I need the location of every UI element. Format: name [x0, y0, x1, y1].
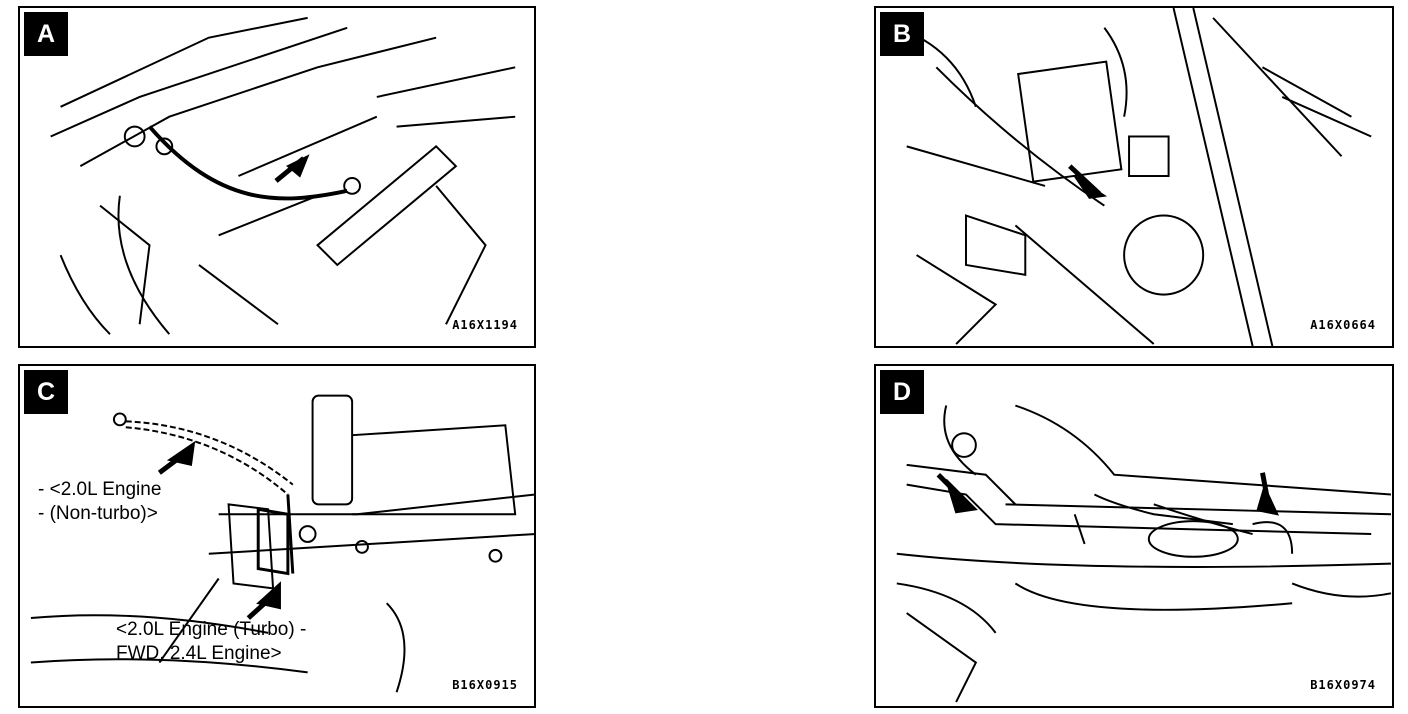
panel-label-c: C — [24, 370, 68, 414]
exhaust-illustration-c — [30, 394, 534, 693]
callout-2-4l-engine-line2: FWD, 2.4L Engine> — [116, 643, 282, 664]
panel-label-b: B — [880, 12, 924, 56]
diagram-panel-c: C - <2.0L Engine - (Non-turbo)> <2.0L En… — [18, 364, 536, 708]
diagram-panel-d: D B16X0974 — [874, 364, 1394, 708]
callout-2-0l-turbo-line1: <2.0L Engine (Turbo) - — [116, 619, 307, 640]
callout-2-0l-non-turbo-line1: - <2.0L Engine — [38, 479, 162, 500]
figure-code-c: B16X0915 — [452, 678, 518, 692]
figure-code-b: A16X0664 — [1310, 318, 1376, 332]
diagram-panel-a: A A16X1194 — [18, 6, 536, 348]
callout-2-0l-non-turbo-line2: - (Non-turbo)> — [38, 503, 158, 524]
figure-code-d: B16X0974 — [1310, 678, 1376, 692]
panel-label-a: A — [24, 12, 68, 56]
figure-code-a: A16X1194 — [452, 318, 518, 332]
engine-illustration-a — [50, 16, 516, 335]
underbody-illustration-d — [896, 404, 1392, 703]
panel-label-d: D — [880, 370, 924, 414]
diagram-panel-b: B A16X0664 — [874, 6, 1394, 348]
engine-illustration-b — [896, 8, 1372, 346]
